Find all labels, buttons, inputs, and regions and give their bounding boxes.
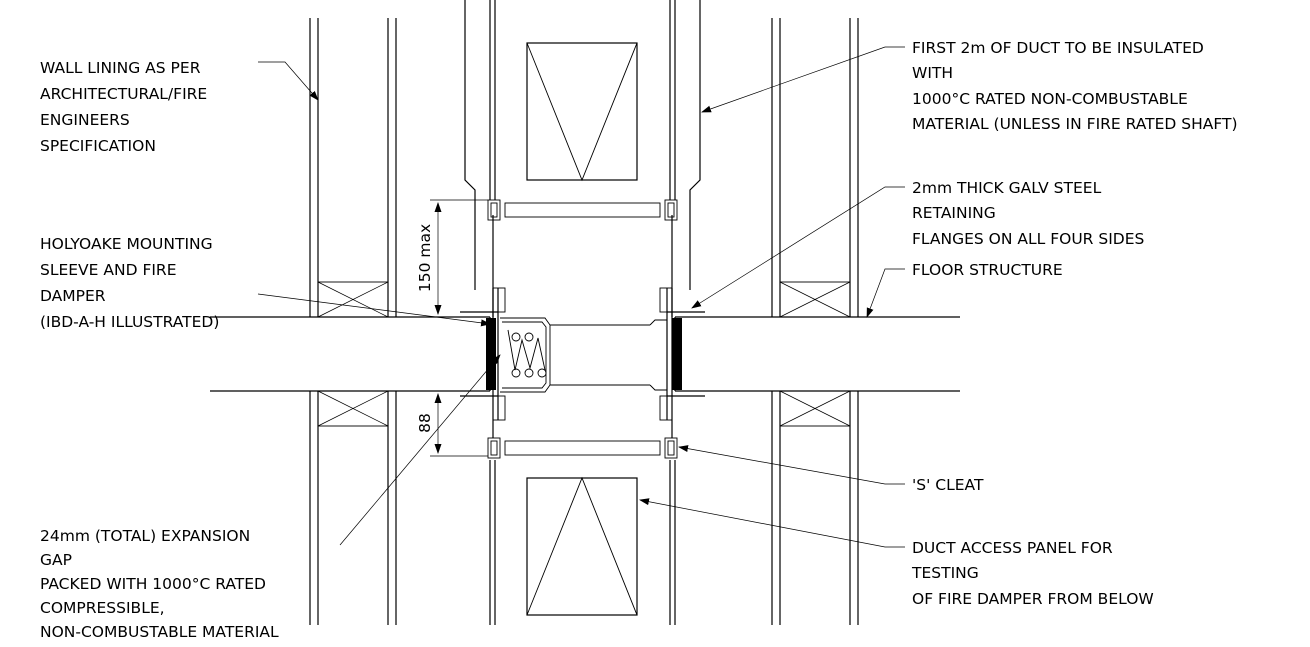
label-mounting-sleeve: HOLYOAKE MOUNTING SLEEVE AND FIRE DAMPER…	[40, 235, 219, 331]
access-panel-line-1: DUCT ACCESS PANEL FOR	[912, 539, 1113, 557]
leader-lines	[257, 46, 905, 548]
wall-lining-line-3: ENGINEERS	[40, 111, 130, 129]
s-cleat-line-1: 'S' CLEAT	[912, 476, 984, 494]
wall-lining-line-2: ARCHITECTURAL/FIRE	[40, 85, 207, 103]
duct-insulation-line-1: FIRST 2m OF DUCT TO BE INSULATED	[912, 39, 1204, 57]
label-s-cleat: 'S' CLEAT	[912, 476, 984, 494]
duct-insulation-line-3: 1000°C RATED NON-COMBUSTABLE	[912, 90, 1188, 108]
dimension-upper: 150 max	[416, 199, 488, 318]
expansion-gap-line-2: GAP	[40, 551, 72, 569]
expansion-gap-line-5: NON-COMBUSTABLE MATERIAL	[40, 623, 279, 641]
right-wall	[771, 18, 859, 625]
wall-lining-line-1: WALL LINING AS PER	[40, 59, 201, 77]
damper-sleeve	[460, 287, 705, 421]
label-access-panel: DUCT ACCESS PANEL FOR TESTING OF FIRE DA…	[911, 539, 1154, 608]
access-panel-line-2: TESTING	[911, 564, 979, 582]
lower-s-cleat	[487, 437, 678, 459]
retaining-flanges-line-2: RETAINING	[912, 204, 996, 222]
label-expansion-gap: 24mm (TOTAL) EXPANSION GAP PACKED WITH 1…	[40, 527, 279, 641]
floor-slab	[210, 316, 960, 392]
expansion-gap-line-1: 24mm (TOTAL) EXPANSION	[40, 527, 250, 545]
access-panel-line-3: OF FIRE DAMPER FROM BELOW	[912, 590, 1154, 608]
retaining-flanges-line-3: FLANGES ON ALL FOUR SIDES	[912, 230, 1144, 248]
mounting-sleeve-line-3: DAMPER	[40, 287, 106, 305]
retaining-flanges-line-1: 2mm THICK GALV STEEL	[912, 179, 1102, 197]
mounting-sleeve-line-4: (IBD-A-H ILLUSTRATED)	[40, 313, 219, 331]
dimension-lower-label: 88	[416, 413, 434, 433]
upper-duct	[464, 0, 701, 317]
expansion-gap-line-4: COMPRESSIBLE,	[40, 599, 165, 617]
mounting-sleeve-line-2: SLEEVE AND FIRE	[40, 261, 177, 279]
wall-lining-line-4: SPECIFICATION	[40, 137, 156, 155]
dimension-lower: 88	[416, 390, 488, 457]
upper-s-cleat	[487, 199, 678, 221]
mounting-sleeve-line-1: HOLYOAKE MOUNTING	[40, 235, 213, 253]
label-floor-structure: FLOOR STRUCTURE	[912, 261, 1063, 279]
duct-insulation-line-4: MATERIAL (UNLESS IN FIRE RATED SHAFT)	[912, 115, 1238, 133]
label-retaining-flanges: 2mm THICK GALV STEEL RETAINING FLANGES O…	[912, 179, 1144, 248]
floor-structure-line-1: FLOOR STRUCTURE	[912, 261, 1063, 279]
label-duct-insulation: FIRST 2m OF DUCT TO BE INSULATED WITH 10…	[912, 39, 1238, 133]
expansion-gap-line-3: PACKED WITH 1000°C RATED	[40, 575, 266, 593]
left-wall	[309, 18, 397, 625]
duct-insulation-line-2: WITH	[912, 64, 953, 82]
label-wall-lining: WALL LINING AS PER ARCHITECTURAL/FIRE EN…	[40, 59, 207, 155]
lower-duct	[489, 420, 676, 625]
dimension-upper-label: 150 max	[416, 224, 434, 292]
